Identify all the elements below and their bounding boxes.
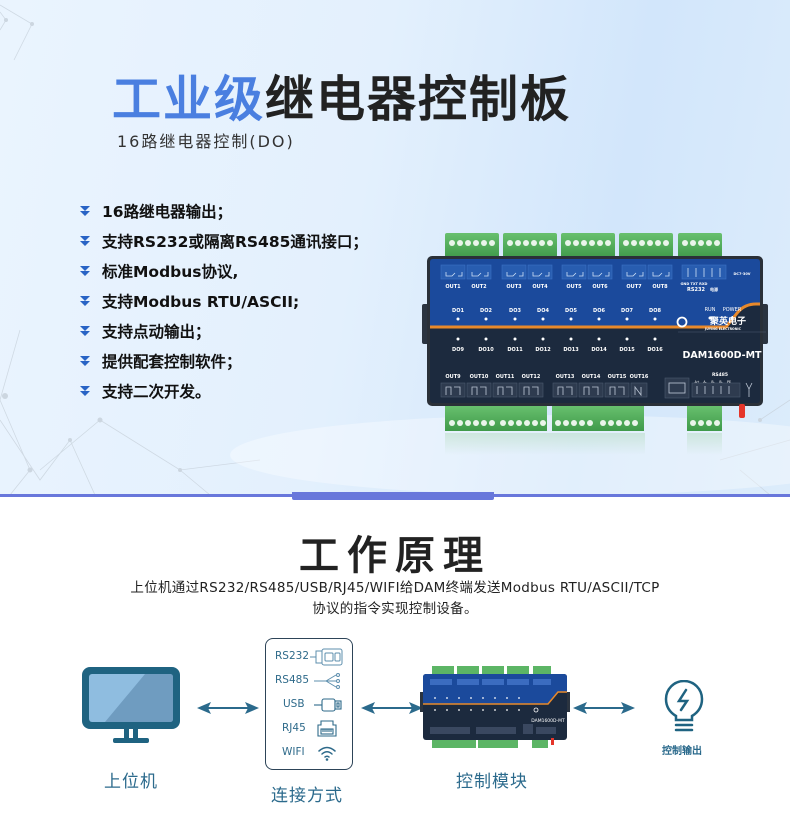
svg-text:OUT8: OUT8 (652, 284, 668, 290)
lightbulb-bolt-icon (664, 680, 704, 732)
bidirectional-arrow-icon (573, 702, 635, 714)
section-divider-tab (292, 492, 494, 500)
svg-text:B-: B- (711, 380, 714, 384)
svg-text:OUT5: OUT5 (566, 284, 582, 290)
svg-text:DC7-30V: DC7-30V (734, 272, 751, 276)
svg-text:OUT13: OUT13 (556, 374, 575, 380)
double-chevron-down-icon (80, 356, 90, 366)
svg-text:OUT2: OUT2 (471, 284, 487, 290)
svg-text:OUT10: OUT10 (470, 374, 489, 380)
svg-text:GND TXT RXD: GND TXT RXD (681, 282, 708, 286)
svg-text:DO9: DO9 (452, 347, 464, 353)
double-chevron-down-icon (80, 386, 90, 396)
svg-text:OUT12: OUT12 (522, 374, 541, 380)
principle-description: 上位机通过RS232/RS485/USB/RJ45/WIFI给DAM终端发送Mo… (130, 580, 660, 617)
feature-list: 16路继电器输出； 支持RS232或隔离RS485通讯接口； 标准Modbus协… (78, 196, 368, 406)
svg-text:DO5: DO5 (565, 308, 577, 314)
feature-item: 支持RS232或隔离RS485通讯接口； (78, 226, 368, 256)
connection-rs232: RS232 (266, 647, 354, 667)
svg-text:DAM1600D-MT: DAM1600D-MT (682, 350, 762, 361)
rs485-fork-icon (314, 673, 340, 689)
feature-item: 16路继电器输出； (78, 196, 368, 226)
hero-title-main: 继电器控制板 (265, 71, 572, 128)
svg-text:DAM1600D-MT: DAM1600D-MT (531, 718, 565, 724)
feature-item: 支持二次开发。 (78, 376, 368, 406)
hero-subtitle: 16路继电器控制(DO) (117, 132, 295, 151)
svg-text:DO6: DO6 (593, 308, 605, 314)
svg-text:DO11: DO11 (507, 347, 523, 353)
svg-text:RS232: RS232 (687, 287, 705, 293)
svg-text:聚英电子: 聚英电子 (709, 315, 746, 327)
host-label: 上位机 (104, 772, 158, 792)
svg-text:POWER: POWER (723, 307, 742, 313)
svg-text:B-: B- (719, 380, 722, 384)
double-chevron-down-icon (80, 326, 90, 336)
double-chevron-down-icon (80, 236, 90, 246)
svg-text:DO1: DO1 (452, 308, 464, 314)
feature-item: 支持Modbus RTU/ASCII; (78, 286, 368, 316)
svg-text:OUT9: OUT9 (445, 374, 461, 380)
svg-text:A+: A+ (695, 380, 700, 384)
svg-text:DO13: DO13 (563, 347, 579, 353)
svg-text:PE: PE (727, 380, 731, 384)
feature-item: 提供配套控制软件； (78, 346, 368, 376)
output-label: 控制输出 (662, 746, 702, 757)
bidirectional-arrow-icon (361, 702, 423, 714)
svg-text:OUT15: OUT15 (608, 374, 627, 380)
svg-text:DO16: DO16 (647, 347, 663, 353)
connection-rj45: RJ45 (266, 719, 354, 739)
connection-methods-panel: RS232 RS485 USB RJ45 WIFI (265, 638, 353, 770)
svg-text:DO2: DO2 (480, 308, 492, 314)
monitor-icon (82, 667, 180, 743)
connection-wifi: WIFI (266, 743, 354, 763)
double-chevron-down-icon (80, 296, 90, 306)
hero-title: 工业级继电器控制板 (112, 60, 571, 131)
double-chevron-down-icon (80, 206, 90, 216)
svg-text:RUN: RUN (705, 307, 716, 313)
svg-text:DO12: DO12 (535, 347, 551, 353)
svg-text:OUT16: OUT16 (630, 374, 649, 380)
svg-text:OUT7: OUT7 (626, 284, 642, 290)
connection-usb: USB (266, 695, 354, 715)
hero-banner: 工业级继电器控制板 16路继电器控制(DO) 16路继电器输出； 支持RS232… (0, 0, 790, 495)
svg-text:OUT3: OUT3 (506, 284, 522, 290)
hero-title-highlight: 工业级 (112, 71, 266, 128)
usb-plug-icon (314, 698, 342, 712)
svg-text:A-: A- (703, 380, 706, 384)
connection-rs485: RS485 (266, 671, 354, 691)
svg-text:DO15: DO15 (619, 347, 635, 353)
svg-text:OUT4: OUT4 (532, 284, 548, 290)
ethernet-port-icon (317, 720, 337, 737)
svg-text:JUYING ELECTRONIC: JUYING ELECTRONIC (704, 327, 742, 331)
svg-text:DO14: DO14 (591, 347, 607, 353)
svg-text:DO10: DO10 (478, 347, 494, 353)
svg-text:OUT1: OUT1 (445, 284, 461, 290)
svg-text:RS485: RS485 (712, 372, 728, 378)
svg-text:电源: 电源 (710, 286, 718, 292)
svg-text:OUT6: OUT6 (592, 284, 608, 290)
svg-text:DO7: DO7 (621, 308, 633, 314)
db9-connector-icon (310, 648, 343, 666)
feature-item: 标准Modbus协议, (78, 256, 368, 286)
wifi-icon (318, 746, 336, 761)
control-module-image: DAM1600D-MT (420, 666, 570, 748)
svg-text:OUT11: OUT11 (496, 374, 515, 380)
svg-text:DO3: DO3 (509, 308, 521, 314)
bidirectional-arrow-icon (197, 702, 259, 714)
principle-title: 工作原理 (299, 533, 491, 579)
svg-text:DO4: DO4 (537, 308, 549, 314)
double-chevron-down-icon (80, 266, 90, 276)
svg-text:OUT14: OUT14 (582, 374, 601, 380)
svg-text:DO8: DO8 (649, 308, 661, 314)
connection-label: 连接方式 (271, 786, 343, 806)
feature-item: 支持点动输出； (78, 316, 368, 346)
module-label: 控制模块 (456, 772, 528, 792)
